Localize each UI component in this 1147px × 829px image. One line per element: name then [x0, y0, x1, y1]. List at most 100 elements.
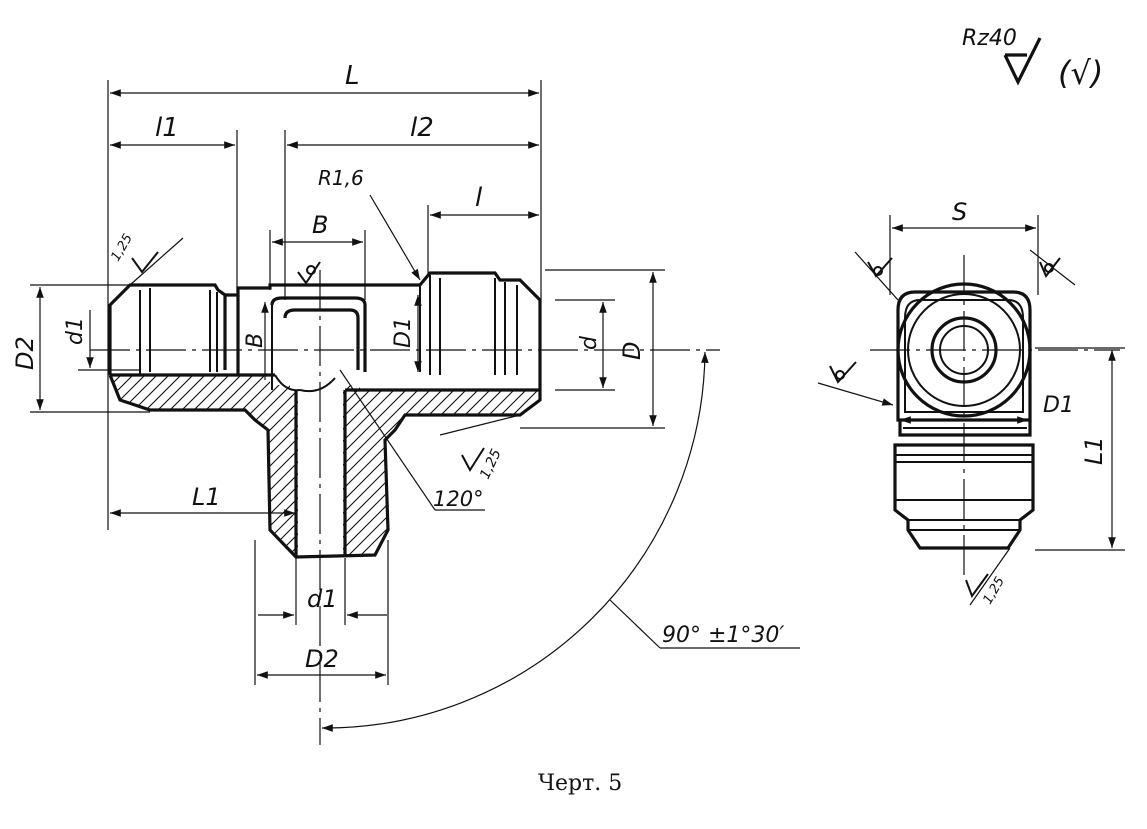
dim-B-side: B	[243, 333, 268, 348]
hatch-line	[519, 375, 540, 557]
hatch-line	[640, 340, 900, 600]
figure-caption: Черт. 5	[538, 771, 622, 796]
dim-L: L	[345, 61, 360, 91]
hatch-line	[110, 375, 205, 557]
roughness-circle-icon	[1044, 263, 1054, 273]
roughness-check-icon	[1039, 257, 1061, 278]
hatch-line	[110, 375, 277, 557]
dim-l1: l1	[155, 113, 179, 143]
hatch-line	[375, 375, 540, 557]
hatch-line	[688, 340, 948, 600]
dim-l: l	[475, 183, 483, 213]
hatch-line	[0, 340, 72, 600]
hatch-line	[110, 375, 241, 557]
hatch-line	[110, 375, 325, 557]
roughness-bracket-symbol: (√)	[1058, 54, 1103, 92]
dim-d: d	[577, 335, 602, 350]
dim-D: D	[618, 342, 646, 360]
roughness-circle-icon	[306, 265, 316, 275]
hatch-line	[664, 340, 924, 600]
hatch-line	[544, 340, 804, 600]
roughness-circle-icon	[873, 266, 883, 276]
hatch-line	[531, 375, 540, 557]
hatch-line	[315, 375, 540, 557]
hatch-line	[0, 340, 60, 600]
hatch-line	[423, 375, 540, 557]
dim-D1-side: D1	[1043, 393, 1074, 418]
roughness-symbol-label: Rz40	[962, 26, 1017, 51]
roughness-check-icon	[461, 447, 485, 472]
hatch-line	[724, 340, 984, 600]
dim-d1-bottom: d1	[307, 585, 338, 613]
hatch-line	[628, 340, 888, 600]
front-roughness-marks	[131, 251, 485, 472]
dim-B-top: B	[312, 211, 328, 239]
hatch-line	[700, 340, 960, 600]
hatch-line	[110, 375, 217, 557]
hatch-line	[796, 340, 1056, 600]
dim-D2-left: D2	[11, 336, 39, 370]
hatch-line	[784, 340, 1044, 600]
hatch-line	[110, 375, 301, 557]
hatch-line	[556, 340, 816, 600]
hatch-line	[110, 375, 157, 557]
roughness-circle-icon	[835, 370, 845, 380]
angle-cone: 120°	[433, 487, 484, 511]
front-dimensions	[30, 80, 800, 732]
hatch-line	[760, 340, 1020, 600]
front-labels: L l1 l2 l B R1,6 B D2 d1 D1 d D L1 d1 D2…	[11, 61, 784, 673]
hatch-line	[110, 375, 169, 557]
general-roughness: Rz40 (√)	[962, 26, 1103, 92]
radius-callout: R1,6	[318, 166, 364, 190]
hatch-line	[411, 375, 540, 557]
hatch-line	[483, 375, 540, 557]
hatch-line	[110, 375, 181, 557]
dim-L1-side: L1	[1080, 436, 1108, 465]
dim-l2: l2	[410, 113, 434, 143]
hatch-line	[0, 340, 96, 600]
hatch-line	[243, 375, 505, 557]
hatch-line	[0, 340, 84, 600]
dim-D1: D1	[391, 317, 416, 348]
hatch-line	[772, 340, 1032, 600]
hatch-line	[495, 375, 540, 557]
hatch-line	[507, 375, 540, 557]
hatch-line	[387, 375, 540, 557]
hatch-line	[748, 340, 1008, 600]
hatch-line	[592, 340, 852, 600]
hatch-line	[110, 375, 229, 557]
hatch-line	[580, 340, 840, 600]
hatch-line	[736, 340, 996, 600]
hatch-line	[135, 375, 397, 557]
roughness-check-icon	[867, 257, 893, 278]
dim-S: S	[952, 198, 967, 226]
side-view: S D1 L1 1,25	[817, 198, 1125, 607]
dim-D2-bottom: D2	[305, 645, 339, 673]
hatch-line	[0, 340, 108, 600]
hatch-line	[110, 375, 289, 557]
hatch-line	[110, 375, 121, 557]
hatch-line	[568, 340, 828, 600]
hatch-line	[459, 375, 540, 557]
hatch-line	[652, 340, 912, 600]
roughness-check-icon	[1003, 37, 1042, 86]
hatch-line	[110, 375, 145, 557]
hatch-line	[110, 375, 253, 557]
hatch-line	[471, 375, 540, 557]
dim-L1: L1	[192, 483, 221, 511]
hatch-line	[110, 375, 265, 557]
hatch-line	[604, 340, 864, 600]
hatch-line	[110, 375, 193, 557]
hatch-line	[219, 375, 481, 557]
roughness-check-icon	[131, 251, 159, 274]
roughness-check-icon	[829, 361, 857, 384]
hatch-line	[435, 375, 540, 557]
hatch-line	[399, 375, 540, 557]
roughness-check-icon	[965, 573, 989, 599]
hatch-line	[327, 375, 540, 557]
dim-d1-left: d1	[63, 317, 88, 345]
angle-branch: 90° ±1°30′	[662, 623, 784, 648]
hatch-line	[159, 375, 421, 557]
